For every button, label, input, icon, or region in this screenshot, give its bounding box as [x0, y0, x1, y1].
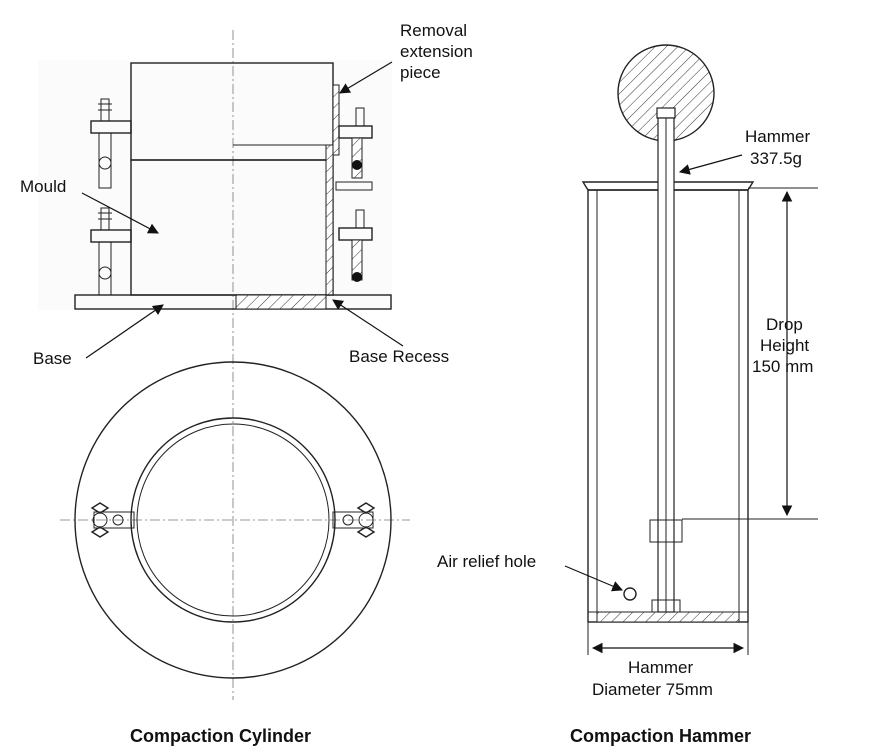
hammer-leader	[678, 154, 743, 175]
removal-label-line2: extension	[400, 42, 473, 61]
cylinder-plan-view	[60, 361, 410, 679]
base-recess-leader	[332, 299, 404, 347]
hammer-caption: Compaction Hammer	[570, 726, 751, 746]
right-clamp-lower	[338, 209, 373, 282]
air-relief-label: Air relief hole	[437, 552, 536, 571]
mould-inner-circle	[136, 423, 330, 617]
base-outer-circle	[74, 361, 392, 679]
left-clamp-lower	[90, 207, 132, 296]
right-clamp-upper	[335, 107, 373, 191]
left-clamp-upper	[90, 98, 132, 189]
diameter-label-line1: Hammer	[628, 658, 694, 677]
base-recess-label: Base Recess	[349, 347, 449, 366]
base-leader	[85, 304, 164, 359]
cylinder-side-view	[38, 30, 392, 700]
removal-label-line3: piece	[400, 63, 441, 82]
plan-clamp-left	[90, 502, 135, 538]
removal-leader	[339, 61, 393, 94]
hammer-label-line1: Hammer	[745, 127, 811, 146]
plan-clamp-right	[332, 502, 376, 538]
air-relief-leader	[564, 565, 623, 592]
mould-outer-circle	[130, 417, 336, 623]
hammer-label-line2: 337.5g	[750, 149, 802, 168]
air-relief-hole	[623, 587, 637, 601]
cylinder-caption: Compaction Cylinder	[130, 726, 311, 746]
diameter-label-line2: Diameter 75mm	[592, 680, 713, 699]
mould-leader	[81, 192, 159, 234]
base-label: Base	[33, 349, 72, 368]
removal-label-line1: Removal	[400, 21, 467, 40]
base-plate	[74, 294, 392, 310]
hammer-view	[581, 44, 818, 655]
drop-label-line1: Drop	[766, 315, 803, 334]
mould-label: Mould	[20, 177, 66, 196]
drop-label-line3: 150 mm	[752, 357, 813, 376]
drop-label-line2: Height	[760, 336, 809, 355]
